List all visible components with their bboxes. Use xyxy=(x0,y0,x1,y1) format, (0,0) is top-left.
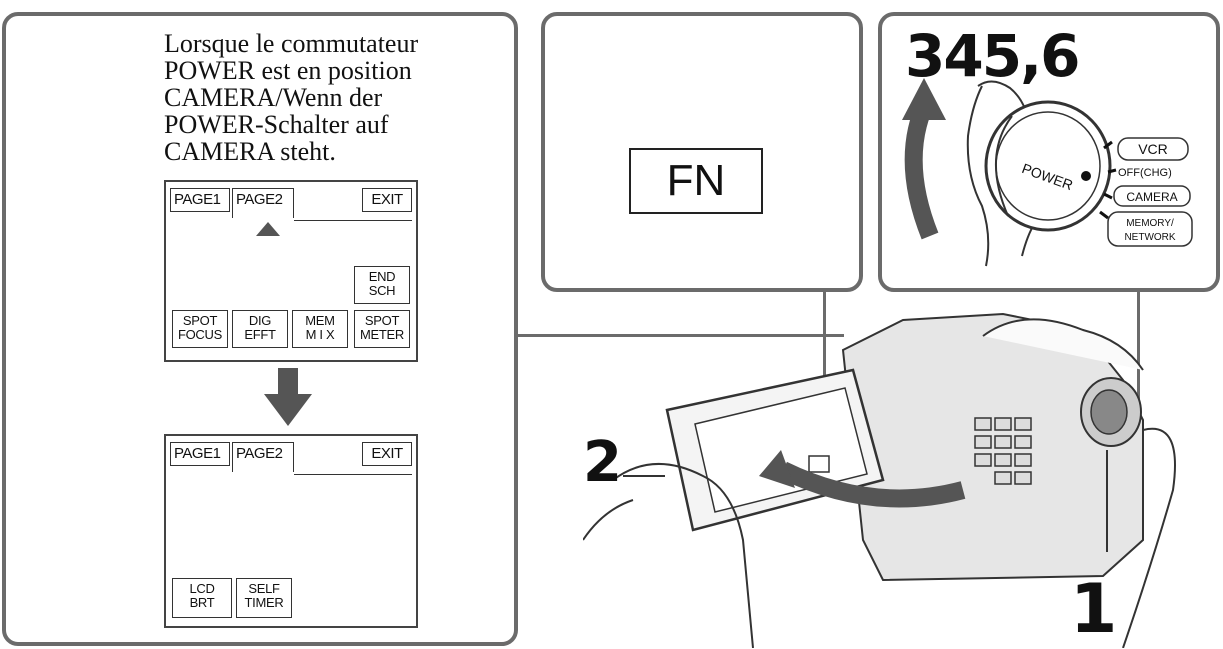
vcr-position-label: VCR xyxy=(1138,141,1168,157)
up-arrow-icon xyxy=(256,222,280,236)
step-number-2: 2 xyxy=(583,430,622,495)
self-timer-button[interactable]: SELF TIMER xyxy=(236,578,292,618)
connector-line xyxy=(823,292,826,452)
caption-line: POWER-Schalter auf xyxy=(164,110,389,139)
button-label: SELF xyxy=(248,581,280,596)
memory-mix-button[interactable]: MEM M I X xyxy=(292,310,348,348)
button-label: SPOT xyxy=(182,313,218,328)
button-label: FOCUS xyxy=(177,327,222,342)
down-arrow-icon xyxy=(264,368,312,426)
button-label: M I X xyxy=(305,327,335,342)
button-label: SCH xyxy=(368,283,396,298)
caption-line: POWER est en position xyxy=(164,56,412,85)
button-label: EFFT xyxy=(244,327,276,342)
memory-network-label: NETWORK xyxy=(1124,232,1175,243)
end-search-button[interactable]: END SCH xyxy=(354,266,410,304)
button-label: BRT xyxy=(189,595,215,610)
camcorder-illustration xyxy=(583,312,1176,648)
digital-effect-button[interactable]: DIG EFFT xyxy=(232,310,288,348)
caption-text: Lorsque le commutateur POWER est en posi… xyxy=(164,30,514,165)
connector-line xyxy=(518,334,844,337)
button-label: LCD xyxy=(189,581,215,596)
tab-page2[interactable]: PAGE2 xyxy=(232,442,294,472)
tab-divider xyxy=(294,474,412,475)
fn-button[interactable]: FN xyxy=(629,148,763,214)
tab-bar: PAGE1 PAGE2 EXIT xyxy=(170,188,412,221)
instruction-panel-fn: FN xyxy=(541,12,863,292)
spot-meter-button[interactable]: SPOT METER xyxy=(354,310,410,348)
button-label: SPOT xyxy=(364,313,400,328)
lcd-menu-screen-page2: PAGE1 PAGE2 EXIT LCD BRT SELF TIMER xyxy=(164,434,418,628)
instruction-panel-power: POWER VCR OFF(CHG) CAMERA MEMORY/ NETWOR… xyxy=(878,12,1220,292)
button-label: MEM xyxy=(305,313,335,328)
tab-page1[interactable]: PAGE1 xyxy=(170,188,230,212)
caption-line: CAMERA/Wenn der xyxy=(164,83,383,112)
button-label: DIG xyxy=(248,313,272,328)
connector-line xyxy=(1137,292,1140,402)
lcd-menu-screen-page1: PAGE1 PAGE2 EXIT END SCH SPOT FOCUS DIG … xyxy=(164,180,418,362)
button-label: END xyxy=(368,269,396,284)
exit-button[interactable]: EXIT xyxy=(362,442,412,466)
lcd-brightness-button[interactable]: LCD BRT xyxy=(172,578,232,618)
tab-page1[interactable]: PAGE1 xyxy=(170,442,230,466)
camera-position-label: CAMERA xyxy=(1126,190,1177,204)
caption-line: Lorsque le commutateur xyxy=(164,29,419,58)
tab-divider xyxy=(294,220,412,221)
tab-bar: PAGE1 PAGE2 EXIT xyxy=(170,442,412,475)
exit-button[interactable]: EXIT xyxy=(362,188,412,212)
power-switch-illustration: POWER VCR OFF(CHG) CAMERA MEMORY/ NETWOR… xyxy=(902,78,1193,267)
caption-line: CAMERA steht. xyxy=(164,137,336,166)
spot-focus-button[interactable]: SPOT FOCUS xyxy=(172,310,228,348)
button-label: METER xyxy=(359,327,404,342)
memory-network-label: MEMORY/ xyxy=(1126,218,1174,229)
step-number-1: 1 xyxy=(1070,570,1118,649)
step-number-3456: 345,6 xyxy=(905,22,1080,90)
off-chg-position-label: OFF(CHG) xyxy=(1118,167,1172,179)
tab-page2[interactable]: PAGE2 xyxy=(232,188,294,218)
button-label: TIMER xyxy=(244,595,284,610)
